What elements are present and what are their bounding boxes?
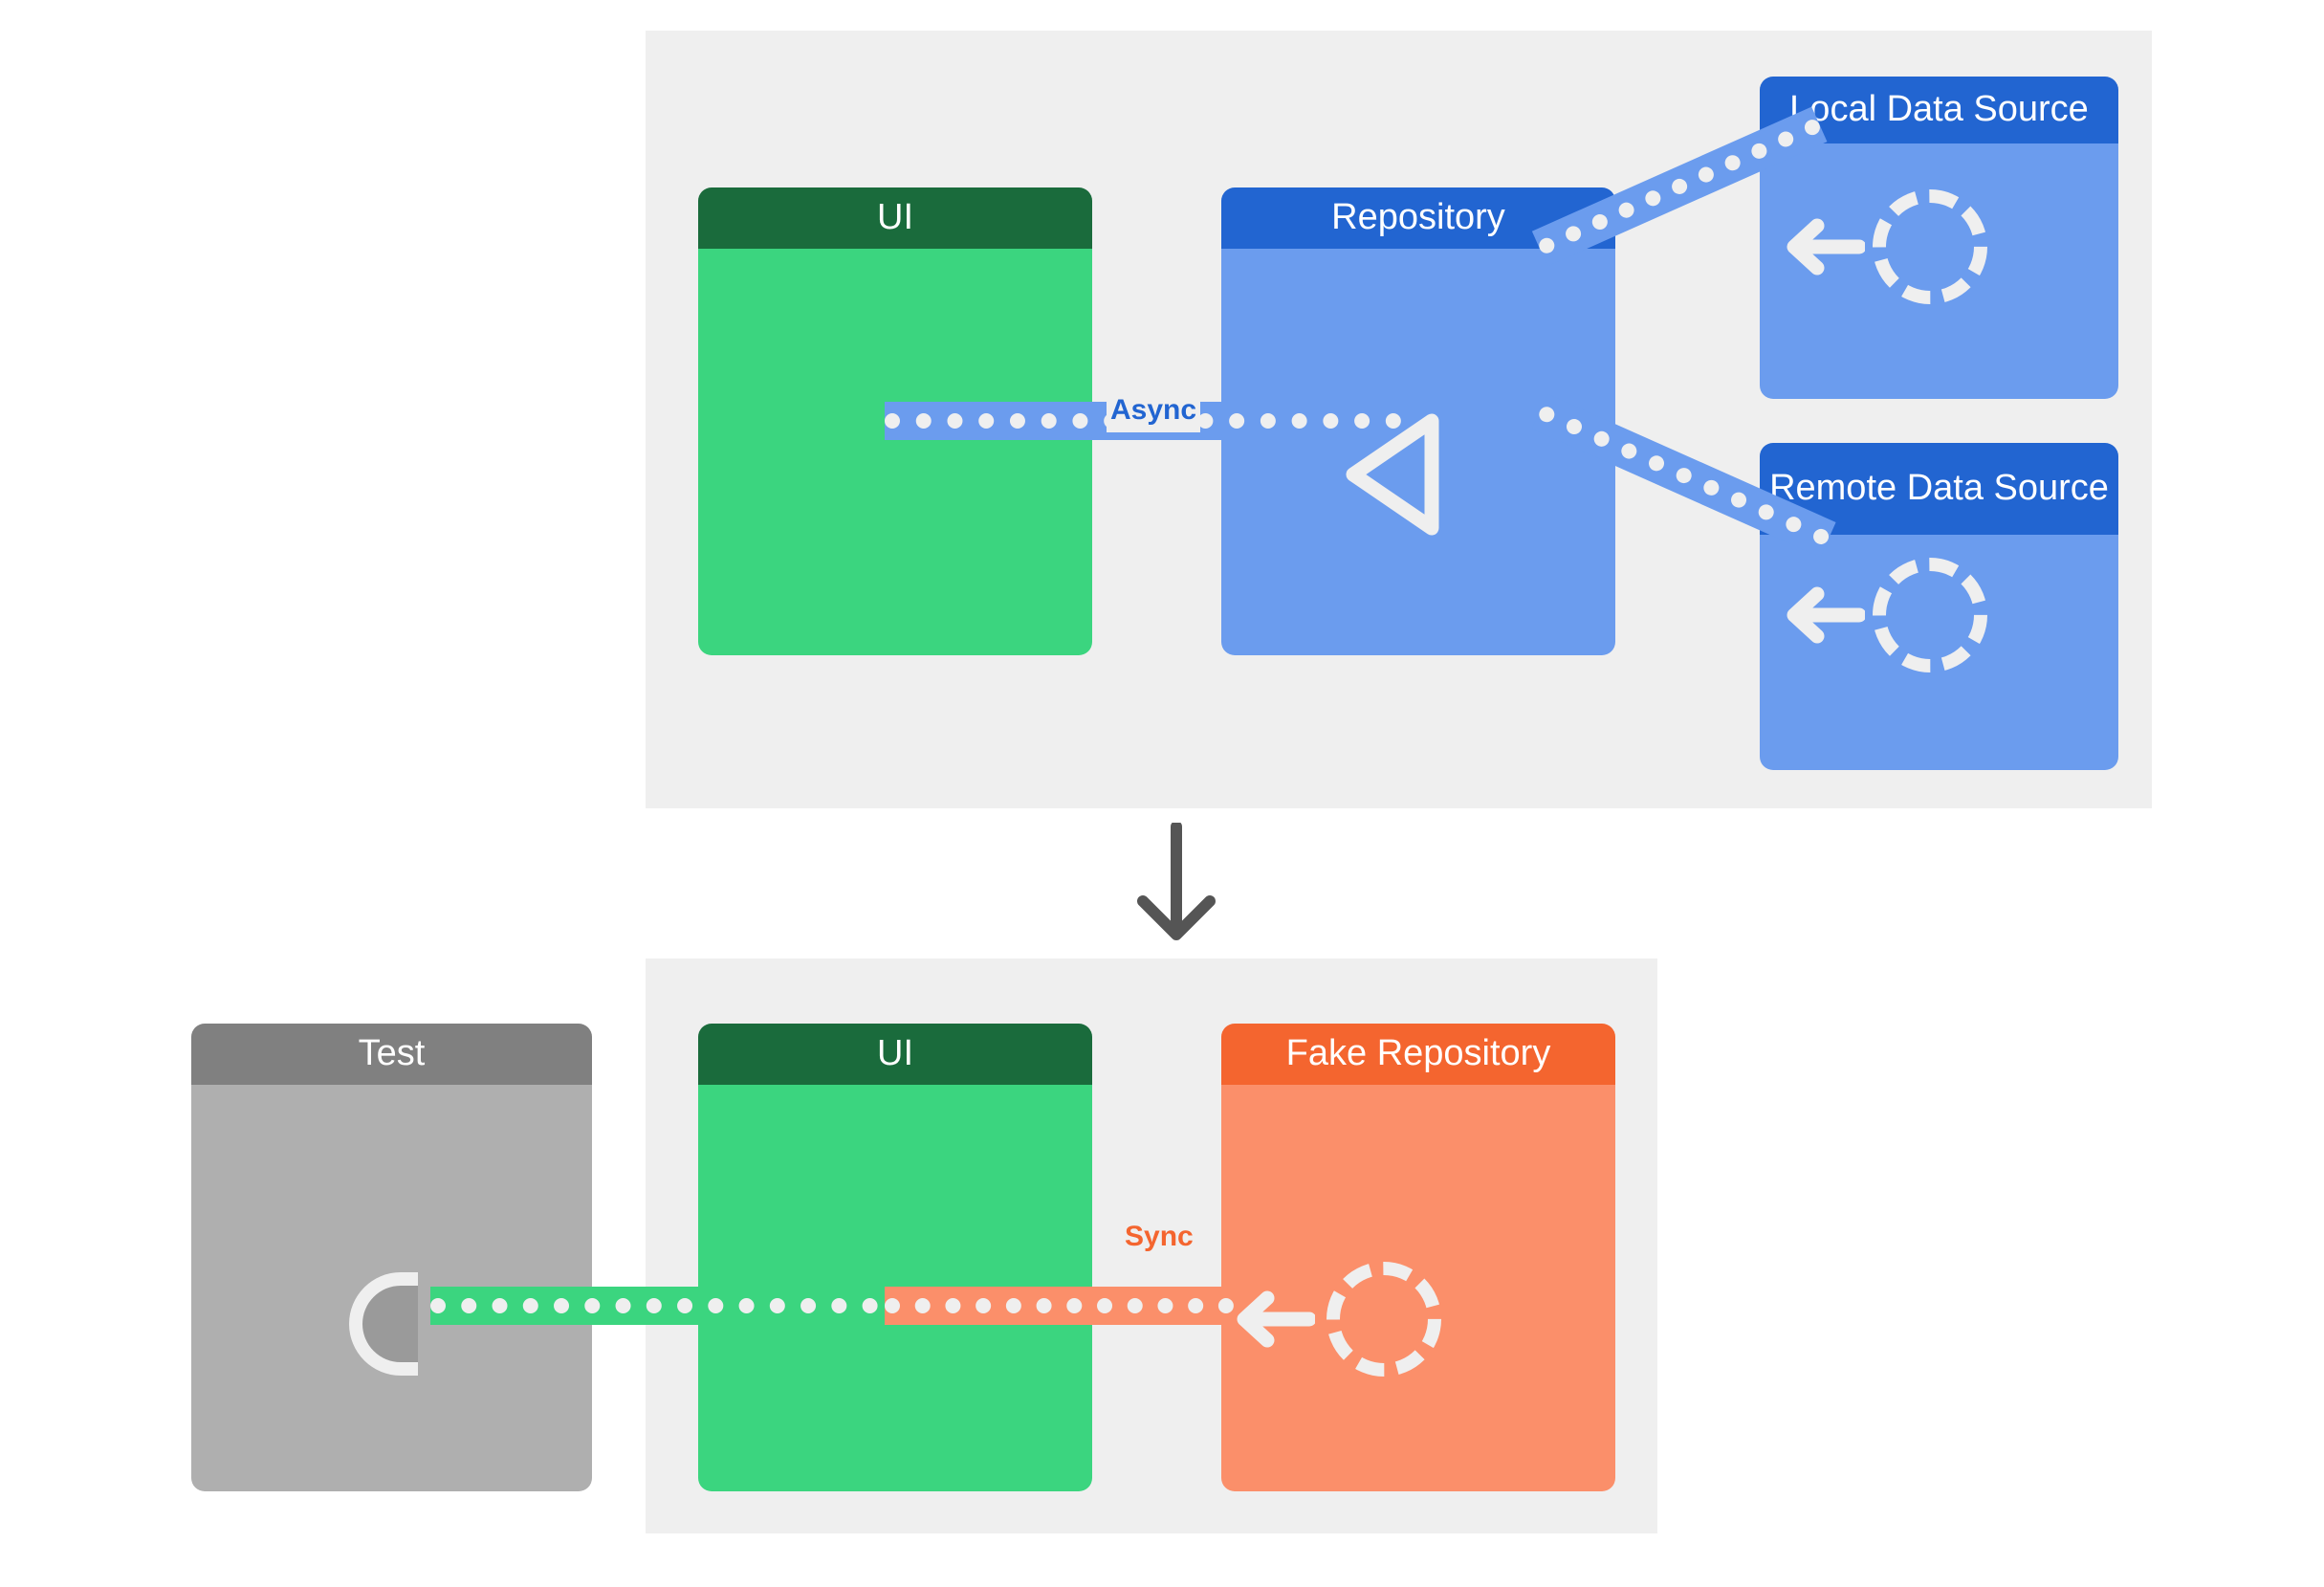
edge-label-sync: Sync <box>1121 1221 1197 1259</box>
down-arrow-icon <box>1133 823 1219 942</box>
card-title: Test <box>191 1024 592 1085</box>
dashed-circle-icon <box>1873 558 1987 672</box>
card-body <box>698 249 1092 655</box>
card-fake-repository[interactable]: Fake Repository <box>1221 1024 1615 1491</box>
card-body <box>1760 535 2118 770</box>
card-repository[interactable]: Repository <box>1221 187 1615 655</box>
card-title: UI <box>698 1024 1092 1085</box>
card-title: UI <box>698 187 1092 249</box>
card-ui-test[interactable]: UI <box>698 1024 1092 1491</box>
card-title: Fake Repository <box>1221 1024 1615 1085</box>
card-local-data-source[interactable]: Local Data Source <box>1760 77 2118 399</box>
edge-label-async: Async <box>1107 394 1201 432</box>
card-remote-data-source[interactable]: Remote Data Source <box>1760 443 2118 770</box>
edge-test-to-ui <box>430 1287 909 1325</box>
card-ui-production[interactable]: UI <box>698 187 1092 655</box>
dashed-circle-icon <box>1326 1262 1441 1377</box>
card-test[interactable]: Test <box>191 1024 592 1491</box>
arrow-left-icon <box>1785 218 1865 276</box>
card-body <box>1221 1085 1615 1491</box>
dashed-circle-icon <box>1873 189 1987 304</box>
edge-dashes <box>430 1298 909 1313</box>
socket-d-icon <box>349 1272 418 1376</box>
arrow-left-icon <box>1235 1290 1315 1348</box>
edge-ui-to-fake-repository <box>885 1287 1234 1325</box>
arrow-left-icon <box>1785 586 1865 644</box>
edge-dashes <box>885 1298 1234 1313</box>
card-body <box>1760 143 2118 399</box>
merge-triangle-icon <box>1340 411 1443 538</box>
card-body <box>1221 249 1615 655</box>
